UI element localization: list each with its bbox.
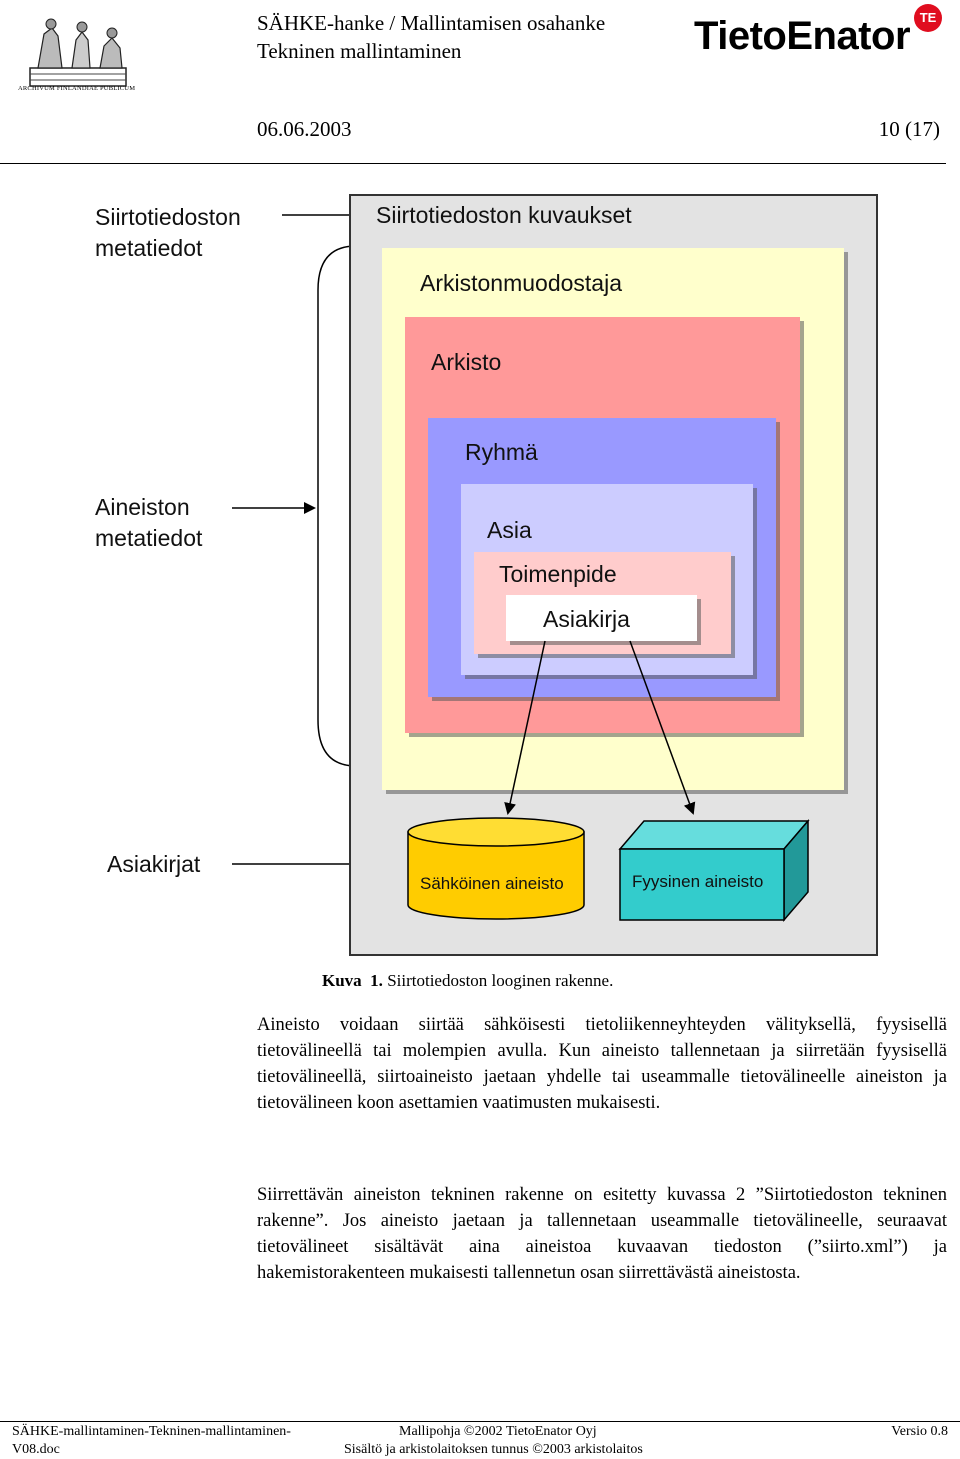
physical-storage-box-icon (618, 818, 810, 923)
archive-emblem-icon (29, 18, 127, 87)
header-title-line2: Tekninen mallintaminen (257, 39, 462, 63)
physical-storage-label: Fyysinen aineisto (632, 872, 764, 891)
document-box (506, 595, 697, 641)
material-metadata-line2: metatiedot (95, 525, 203, 551)
logical-structure-diagram: Siirtotiedoston kuvaukset Arkistonmuodos… (0, 180, 960, 970)
material-metadata-label: Aineiston metatiedot (95, 492, 202, 554)
documents-label: Asiakirjat (107, 851, 201, 877)
logo-badge: TE (914, 4, 942, 32)
footer-template: Mallipohja ©2002 TietoEnator Oyj (399, 1424, 597, 1439)
header-title: SÄHKE-hanke / Mallintamisen osahanke Tek… (257, 11, 605, 63)
figure-caption-text: Siirtotiedoston looginen rakenne. (387, 971, 614, 990)
footer-filename-line1: SÄHKE-mallintaminen-Tekninen-mallintamin… (12, 1424, 291, 1439)
body-paragraph-1: Aineisto voidaan siirtää sähköisesti tie… (257, 1015, 947, 1113)
transfer-metadata-line1: Siirtotiedoston (95, 204, 241, 230)
figure-caption-label: Kuva 1. (322, 971, 383, 990)
footer-filename-line2: V08.doc (12, 1442, 60, 1457)
transfer-metadata-label: Siirtotiedoston metatiedot (95, 202, 241, 264)
footer-rule (0, 1421, 960, 1422)
action-label: Toimenpide (499, 561, 617, 587)
logo-wordmark: TietoEnator (694, 14, 911, 58)
emblem-caption: ARCHIVUM FINLANDIAE PUBLICUM (18, 85, 136, 92)
link-to-physical (629, 640, 696, 815)
header-rule (0, 163, 946, 164)
link-to-electronic (504, 640, 546, 815)
header-title-line1: SÄHKE-hanke / Mallintamisen osahanke (257, 11, 606, 35)
archive-label: Arkisto (431, 349, 502, 375)
group-label: Ryhmä (465, 439, 538, 465)
archive-emblem (16, 10, 140, 98)
footer-version: Versio 0.8 (891, 1424, 948, 1439)
transfer-metadata-line2: metatiedot (95, 235, 203, 261)
material-metadata-line1: Aineiston (95, 494, 190, 520)
electronic-storage-cylinder-icon (407, 817, 585, 920)
company-logo: TietoEnator TE (694, 2, 946, 64)
header-page-number: 10 (17) (878, 117, 940, 141)
archive-creator-label: Arkistonmuodostaja (420, 270, 622, 296)
footer-content-rights: Sisältö ja arkistolaitoksen tunnus ©2003… (344, 1442, 643, 1457)
storage-shapes (407, 640, 810, 923)
document-label: Asiakirja (543, 606, 630, 632)
footer-filename: SÄHKE-mallintaminen-Tekninen-mallintamin… (12, 1423, 291, 1459)
figure-caption: Kuva 1. Siirtotiedoston looginen rakenne… (322, 971, 613, 991)
electronic-storage-label: Sähköinen aineisto (420, 874, 564, 893)
transfer-descriptions-label: Siirtotiedoston kuvaukset (376, 202, 632, 228)
footer-credits: Mallipohja ©2002 TietoEnator Oyj Sisältö… (344, 1423, 643, 1459)
case-label: Asia (487, 517, 532, 543)
body-paragraph-2: Siirrettävän aineiston tekninen rakenne … (257, 1185, 947, 1283)
material-meta-brace (317, 245, 357, 767)
header-date: 06.06.2003 (257, 117, 352, 141)
